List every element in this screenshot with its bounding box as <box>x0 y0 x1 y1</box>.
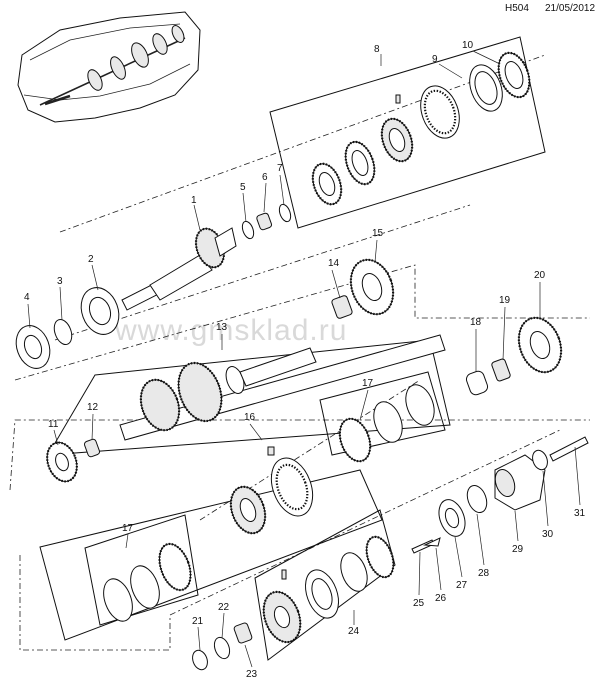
callout-13: 13 <box>216 322 228 333</box>
callout-3: 3 <box>57 276 63 287</box>
needle-bearing-19 <box>491 358 511 382</box>
callout-22: 22 <box>218 602 230 613</box>
bearing-2 <box>80 287 120 335</box>
callout-9: 9 <box>432 54 438 65</box>
snap-ring-3 <box>53 318 73 346</box>
needle-bearing-12 <box>83 438 101 458</box>
synchronizer-hub-16 <box>229 446 314 535</box>
ring-28 <box>466 484 488 514</box>
callout-24: 24 <box>348 626 360 637</box>
group-box-17-upper <box>319 371 446 456</box>
callout-8: 8 <box>374 44 380 55</box>
callout-26: 26 <box>435 593 447 604</box>
axis-line <box>14 264 590 381</box>
main-shaft-13 <box>119 334 446 441</box>
flange-29 <box>494 454 546 511</box>
watermark-text: www.gmsklad.ru <box>114 314 347 347</box>
callout-10: 10 <box>462 40 474 51</box>
spacer-18 <box>465 370 489 396</box>
callout-21: 21 <box>192 616 204 627</box>
diagram-date: 21/05/2012 <box>545 3 596 14</box>
bolt-31 <box>549 436 589 462</box>
group-box-24 <box>254 509 396 661</box>
callout-31: 31 <box>574 508 586 519</box>
washer-30 <box>532 449 548 471</box>
callout-19: 19 <box>499 295 511 306</box>
group-box-13 <box>47 339 451 456</box>
callout-27: 27 <box>456 580 468 591</box>
washer-21 <box>192 649 208 671</box>
callout-7: 7 <box>277 163 283 174</box>
callout-28: 28 <box>478 568 490 579</box>
rings-5-6-7 <box>241 203 292 240</box>
callout-12: 12 <box>87 402 99 413</box>
diagram-code: H504 <box>505 3 529 14</box>
bearing-27 <box>438 499 466 537</box>
callout-14: 14 <box>328 258 340 269</box>
axis-line <box>54 204 471 341</box>
synchronizer-assembly-8 <box>311 51 531 206</box>
gear-set-24 <box>262 535 395 644</box>
callout-16: 16 <box>244 412 256 423</box>
axis-line <box>59 54 546 233</box>
callout-20: 20 <box>534 270 546 281</box>
synchro-ring-set-17-lower <box>103 542 192 622</box>
callout-5: 5 <box>240 182 246 193</box>
synchro-ring-set-17-upper <box>338 384 435 463</box>
needle-bearing-23 <box>233 622 253 644</box>
callout-6: 6 <box>262 172 268 183</box>
callout-1: 1 <box>191 195 197 206</box>
callout-labels: 8 9 10 1 5 6 7 2 3 4 14 15 13 18 19 20 1… <box>24 40 586 679</box>
callout-11: 11 <box>48 419 59 430</box>
ring-22 <box>213 636 231 660</box>
clip-26 <box>423 537 441 547</box>
callout-30: 30 <box>542 529 554 540</box>
seal-4 <box>15 325 51 369</box>
callout-29: 29 <box>512 544 524 555</box>
callout-18: 18 <box>470 317 482 328</box>
callout-4: 4 <box>24 292 30 303</box>
gear-11 <box>46 441 78 483</box>
group-box-8 <box>269 36 546 229</box>
callout-25: 25 <box>413 598 425 609</box>
callout-23: 23 <box>246 669 258 679</box>
needle-bearing-14 <box>331 295 353 319</box>
gear-15 <box>349 258 395 316</box>
gear-20 <box>517 316 563 374</box>
callout-15: 15 <box>372 228 384 239</box>
callout-17-upper: 17 <box>362 378 374 389</box>
transmission-housing-thumbnail <box>17 11 201 123</box>
leader-lines <box>27 50 581 668</box>
callout-2: 2 <box>88 254 94 265</box>
callout-17-lower: 17 <box>122 523 134 534</box>
group-box-17-lower <box>84 514 199 626</box>
input-shaft-1 <box>121 227 237 311</box>
